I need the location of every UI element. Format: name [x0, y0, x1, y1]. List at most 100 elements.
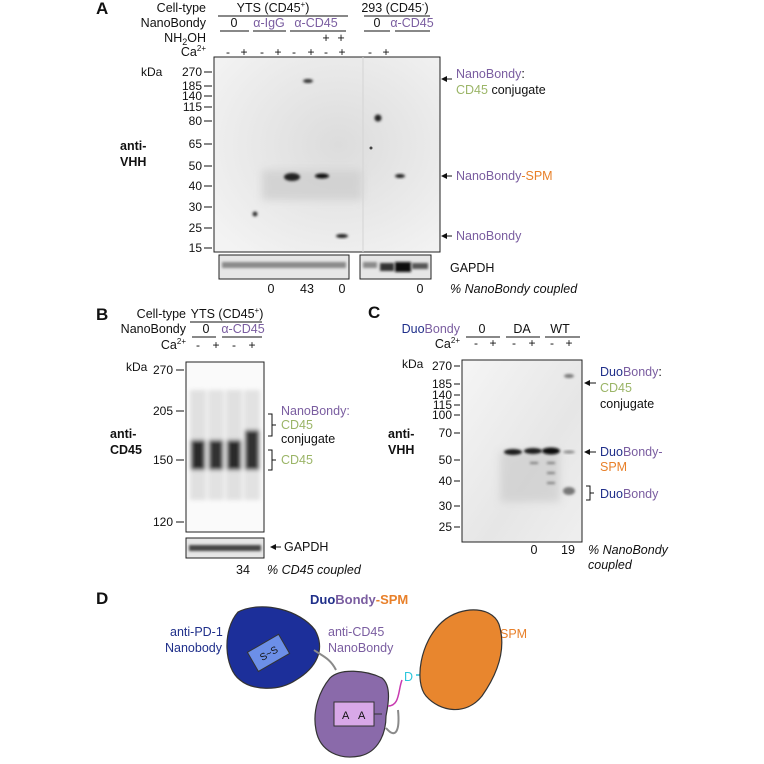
pd1-disulfide: S~S [246, 633, 291, 673]
bracket-b-conj [268, 413, 276, 437]
panel-c-marker-50: 50 [439, 453, 453, 467]
nanobody-igg: α-IgG [253, 16, 285, 30]
panel-c-pct-label-2: coupled [588, 558, 633, 572]
row-label-nanobondy: NanoBondy [141, 16, 207, 30]
annot-b-conj-1: NanoBondy: [281, 404, 350, 418]
panel-d-spm-label: SPM [500, 627, 527, 641]
annot-c-conj-2: CD45 [600, 381, 632, 395]
band-a-spm-lane10 [395, 174, 405, 178]
bracket-b-cd45 [268, 449, 276, 471]
panel-c-ca-sign-2: + [489, 336, 496, 350]
band-a-spm-lane7 [315, 173, 329, 179]
panel-a-ca-sign-7: - [324, 45, 328, 59]
panel-a-letter: A [96, 0, 108, 18]
nh2oh-plus-2: + [337, 31, 344, 45]
panel-a-ca-sign-8: + [338, 45, 345, 59]
panel-b-kda: kDa [126, 360, 148, 374]
panel-b-pct-label: % CD45 coupled [267, 563, 362, 577]
panel-b-ca-sign-4: + [248, 338, 255, 352]
panel-c-marker-30: 30 [439, 499, 453, 513]
panel-a-marker-185: 185 [182, 79, 202, 93]
panel-a-ca-sign-9: - [368, 45, 372, 59]
bracket-c-duobondy [586, 485, 594, 501]
panel-a-antibody-line1: anti- [120, 139, 146, 153]
panel-c-marker-140: 140 [432, 388, 452, 402]
panel-a-gapdh-blot [218, 254, 432, 280]
arrowhead-c-spm [584, 449, 590, 455]
panel-c-ca-sign-1: - [474, 336, 478, 350]
panel-d-d-letter: D [404, 670, 413, 684]
panel-c-marker-25: 25 [439, 520, 453, 534]
panel-d-letter: D [96, 589, 108, 608]
annot-b-conj-3: conjugate [281, 432, 335, 446]
panel-a-marker-140: 140 [182, 89, 202, 103]
panel-a-ca-signs: -+-+-+-+-+ [226, 45, 390, 59]
band-a-conj-lane6 [284, 173, 300, 181]
band-c-wt-minus [542, 447, 560, 455]
panel-d-pd1-label-1: anti-PD-1 [170, 625, 223, 639]
group-label-293: 293 (CD45-) [361, 0, 428, 15]
panel-a-pct-4: 0 [417, 282, 424, 296]
panel-c-grp-wt: WT [550, 322, 570, 336]
panel-a-ca-sign-1: - [226, 45, 230, 59]
panel-a-marker-40: 40 [189, 179, 203, 193]
panel-a: A Cell-type NanoBondy NH2OH Ca2+ YTS (CD… [96, 0, 578, 296]
annot-a-conj-2: CD45 conjugate [456, 83, 546, 97]
panel-a-marker-115: 115 [183, 100, 202, 114]
panel-b-group: YTS (CD45+) [191, 306, 264, 321]
annot-a-conj-1: NanoBondy: [456, 67, 525, 81]
panel-b-cell-type: Cell-type [137, 307, 186, 321]
band-c-da-minus [504, 449, 522, 455]
band-c-conjugate [564, 374, 574, 378]
panel-c-ca-sign-5: - [550, 336, 554, 350]
panel-a-pct-label: % NanoBondy coupled [450, 282, 578, 296]
annot-c-duobondy: DuoBondy [600, 487, 659, 501]
panel-a-marker-30: 30 [189, 200, 203, 214]
panel-b-nb-0: 0 [203, 322, 210, 336]
panel-d-cd45-label-1: anti-CD45 [328, 625, 384, 639]
panel-c-pct-1: 0 [531, 543, 538, 557]
annot-c-conj-3: conjugate [600, 397, 654, 411]
panel-b-marker-270: 270 [153, 363, 173, 377]
panel-c-marker-270: 270 [432, 359, 452, 373]
panel-a-ca-sign-5: - [292, 45, 296, 59]
panel-d-title: DuoBondy-SPM [310, 592, 408, 607]
panel-a-blot [213, 56, 441, 253]
spm-shape [419, 609, 503, 711]
band-a-nanobondy [336, 234, 348, 238]
panel-a-ca-sign-3: - [260, 45, 264, 59]
panel-c-kda: kDa [402, 357, 424, 371]
panel-a-antibody-line2: VHH [120, 155, 146, 169]
panel-b-markers: 270 205 150 120 [153, 363, 184, 529]
annot-b-conj-2: CD45 [281, 418, 313, 432]
panel-c-smear [530, 462, 555, 484]
panel-a-ca-sign-10: + [382, 45, 389, 59]
panel-b-letter: B [96, 305, 108, 324]
panel-b-gapdh-blot [185, 537, 265, 559]
a-right: A [358, 710, 366, 722]
spot-a-3 [369, 146, 373, 150]
panel-b-marker-150: 150 [153, 453, 173, 467]
nanobody-cd45-yts: α-CD45 [294, 16, 337, 30]
panel-c-grp-da: DA [513, 322, 531, 336]
row-label-cell-type: Cell-type [157, 1, 206, 15]
panel-b-ca-sign-3: - [232, 338, 236, 352]
panel-d-cd45-label-2: NanoBondy [328, 641, 394, 655]
spot-a-2 [252, 211, 258, 217]
panel-b-marker-205: 205 [153, 404, 173, 418]
panel-b-marker-120: 120 [153, 515, 173, 529]
panel-b-ca-label: Ca2+ [161, 337, 186, 352]
arrowhead-b-gapdh [270, 544, 276, 550]
panel-b-antibody-line2: CD45 [110, 443, 142, 457]
panel-b-blot [185, 361, 265, 533]
annot-b-cd45: CD45 [281, 453, 313, 467]
panel-a-ca-sign-4: + [274, 45, 281, 59]
annot-c-spm-1: DuoBondy- [600, 445, 663, 459]
panel-b-ca-sign-1: - [196, 338, 200, 352]
annot-c-conj-1: DuoBondy: [600, 365, 662, 379]
panel-c: C DuoBondy 0 DA WT Ca2+ -+-+-+ kDa 27018… [368, 303, 669, 572]
panel-a-marker-65: 65 [189, 137, 203, 151]
